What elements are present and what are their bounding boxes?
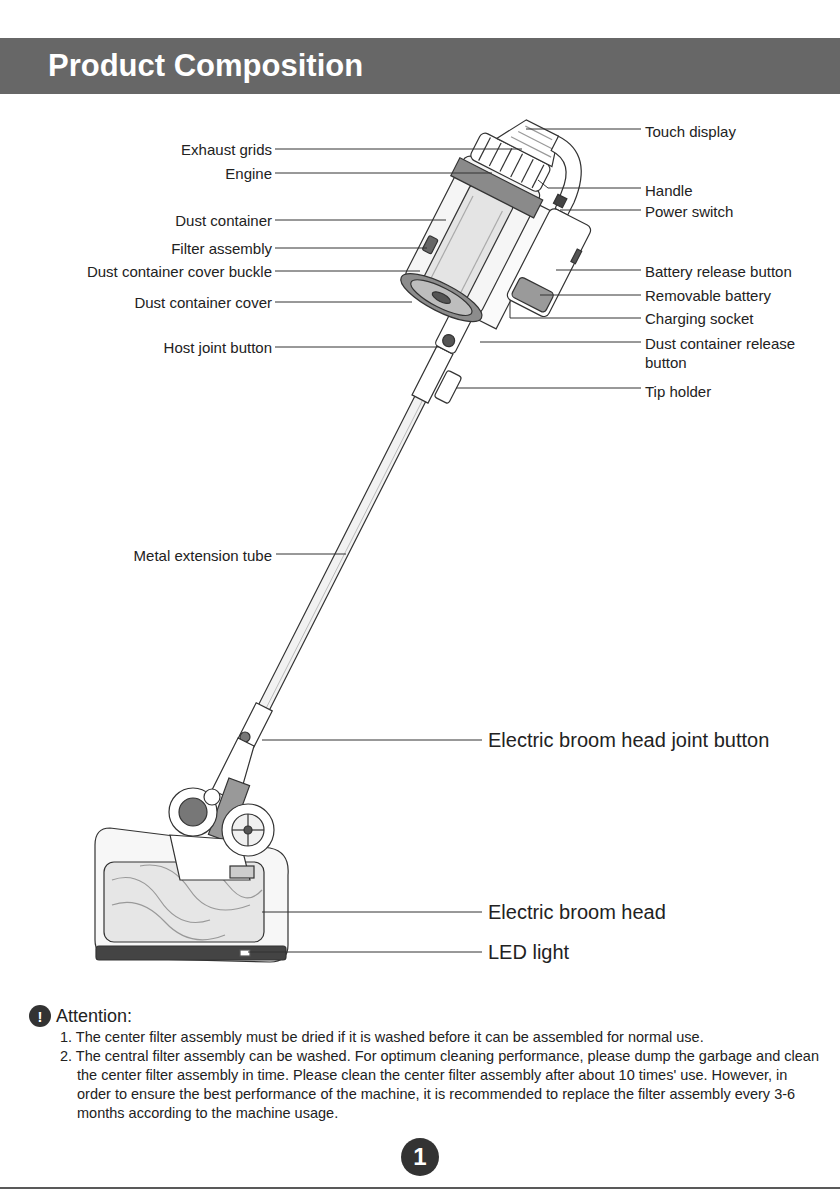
leader-lines-part <box>275 271 420 272</box>
leader-lines-part <box>456 388 641 389</box>
leader-lines-part <box>560 210 641 211</box>
broom-head-part <box>112 878 210 923</box>
part-label: Dust container release button <box>645 334 823 372</box>
leader-lines-part <box>540 295 641 296</box>
vacuum-body-part <box>500 148 512 171</box>
part-label: Tip holder <box>645 382 835 401</box>
part-label: Electric broom head joint button <box>488 728 833 753</box>
leader-lines <box>248 129 641 952</box>
page-number-badge: 1 <box>401 1138 439 1176</box>
leader-lines-part <box>275 220 446 221</box>
leader-lines-part <box>480 342 641 343</box>
vacuum-body-part <box>532 165 544 188</box>
leader-lines-part <box>248 952 482 953</box>
extension-tube-part <box>252 352 447 736</box>
broom-head-part <box>112 902 225 939</box>
extension-tube-part <box>245 347 451 737</box>
note-text: 2. The central filter assembly can be wa… <box>60 1047 820 1123</box>
vacuum-body-part <box>422 235 438 254</box>
part-label: Host joint button <box>2 338 272 357</box>
part-label: Charging socket <box>645 309 835 328</box>
vacuum-body-part <box>511 154 523 177</box>
leader-lines-part <box>510 302 641 318</box>
vacuum-body-part <box>489 143 501 166</box>
broom-head-part <box>204 789 220 805</box>
leader-lines-part <box>275 173 492 174</box>
leader-lines-part <box>275 302 412 303</box>
part-label: Dust container <box>2 211 272 230</box>
leader-lines-part <box>262 912 482 913</box>
vacuum-body-part <box>441 333 457 349</box>
broom-head-part <box>179 798 207 826</box>
broom-head-part <box>222 804 274 856</box>
part-label: Removable battery <box>645 286 835 305</box>
leader-lines-part <box>556 270 641 271</box>
leader-lines-part <box>275 149 522 150</box>
part-label: Power switch <box>645 202 835 221</box>
vacuum-body-part <box>407 273 477 322</box>
part-label: Engine <box>2 164 272 183</box>
vacuum-body-part <box>505 207 592 319</box>
part-label: Metal extension tube <box>2 546 272 565</box>
vacuum-body-part <box>518 131 552 148</box>
icon-glyph: ! <box>29 1005 51 1027</box>
vacuum-body-part <box>497 112 566 167</box>
part-label: LED light <box>488 940 833 965</box>
circle-fill <box>401 1138 439 1176</box>
part-label: Handle <box>645 181 835 200</box>
part-label: Exhaust grids <box>2 140 272 159</box>
part-label: Filter assembly <box>2 239 272 258</box>
extension-tube-part <box>434 370 462 404</box>
leader-lines-part <box>262 740 482 741</box>
broom-head-part <box>244 826 252 834</box>
leader-lines-part <box>276 554 346 555</box>
header-band <box>0 38 840 94</box>
broom-head-part <box>96 946 286 960</box>
leader-lines-part <box>275 248 427 249</box>
leader-lines-part <box>538 180 641 188</box>
note-text: Attention: <box>56 1005 356 1028</box>
broom-head-part <box>240 950 250 956</box>
attention-icon: ! <box>29 1005 51 1027</box>
vacuum-body-part <box>459 211 502 296</box>
page-title: Product Composition <box>48 46 363 86</box>
broom-head <box>95 738 288 962</box>
extension-tube <box>238 346 462 747</box>
broom-head-part <box>230 866 254 878</box>
broom-head-part <box>232 814 264 846</box>
vacuum-body-part <box>528 136 597 215</box>
vacuum-body-part <box>553 194 566 207</box>
part-label: Battery release button <box>645 262 835 281</box>
note-text: 1. The center filter assembly must be dr… <box>60 1028 835 1047</box>
vacuum-body-part <box>571 249 582 264</box>
footer-rule <box>0 1187 840 1189</box>
circle-fill <box>29 1005 51 1027</box>
vacuum-body-part <box>431 290 452 306</box>
vacuum-body-part <box>511 137 551 157</box>
part-label: Touch display <box>645 122 835 141</box>
part-label: Dust container cover buckle <box>2 262 272 281</box>
page-number: 1 <box>401 1138 439 1176</box>
leader-lines-part <box>275 347 438 348</box>
vacuum-body-part <box>430 196 473 281</box>
leader-lines-part <box>526 129 641 130</box>
vacuum-body-part <box>521 159 533 182</box>
part-label: Dust container cover <box>2 293 272 312</box>
vacuum-body-part <box>395 265 488 331</box>
part-label: Electric broom head <box>488 900 833 925</box>
